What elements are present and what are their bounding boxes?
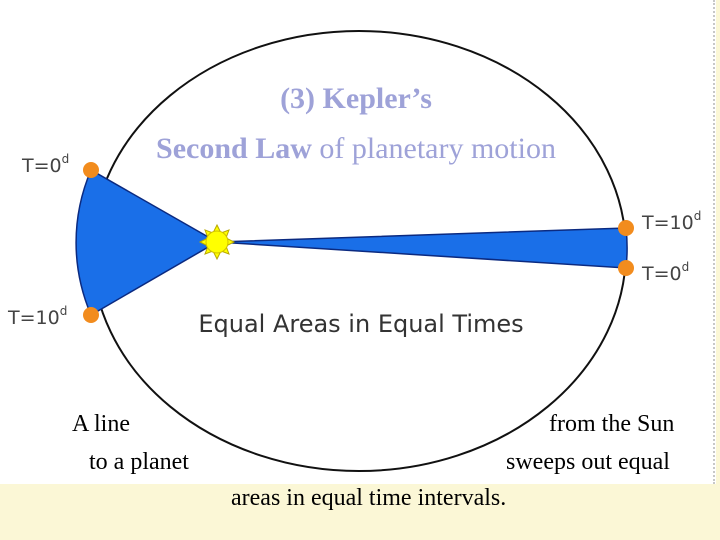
time-label-left-bottom: T=10d [7,304,67,329]
body-text-line3: areas in equal time intervals. [231,485,507,511]
planet-dot-icon [618,220,634,236]
body-text-line2-right: sweeps out equal [506,449,670,475]
panel-edge-divider [713,0,715,484]
planet-dot-icon [618,260,634,276]
body-text-line1-left: A line [72,411,130,437]
time-label-left-top: T=0d [21,152,69,177]
diagram-title-line2: Second Law of planetary motion [156,132,556,165]
time-label-right-bottom: T=0d [641,260,689,285]
diagram-title-line1: (3) Kepler’s [280,82,432,115]
time-label-right-top: T=10d [641,209,701,234]
diagram-caption: Equal Areas in Equal Times [198,310,523,338]
title-bold-part: Second Law [156,132,312,165]
sun-icon [198,223,236,261]
swept-area-left [75,168,219,317]
body-text-line2-left: to a planet [89,449,189,475]
planet-dot-icon [83,307,99,323]
body-text-line1-right: from the Sun [549,411,675,437]
swept-area-right [216,227,628,269]
title-rest-part: of planetary motion [312,132,556,165]
planet-dot-icon [83,162,99,178]
